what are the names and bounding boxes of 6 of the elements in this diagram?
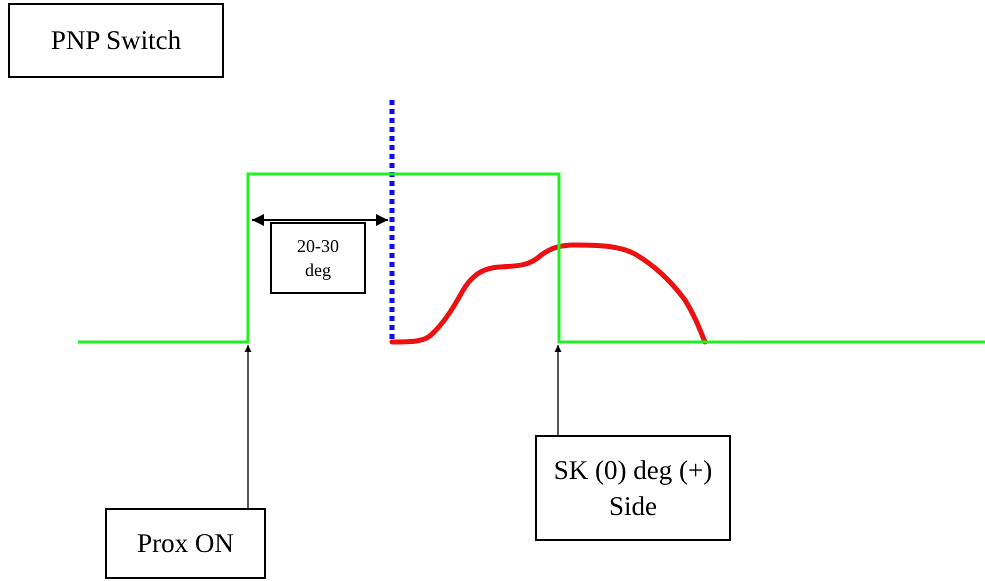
title-label: PNP Switch <box>8 3 224 78</box>
callout-label: SK (0) deg (+) Side <box>535 435 731 541</box>
leader-line <box>244 345 252 508</box>
leader-line <box>554 345 562 435</box>
callout-label: Prox ON <box>105 508 266 579</box>
signal-waveform <box>78 172 985 344</box>
